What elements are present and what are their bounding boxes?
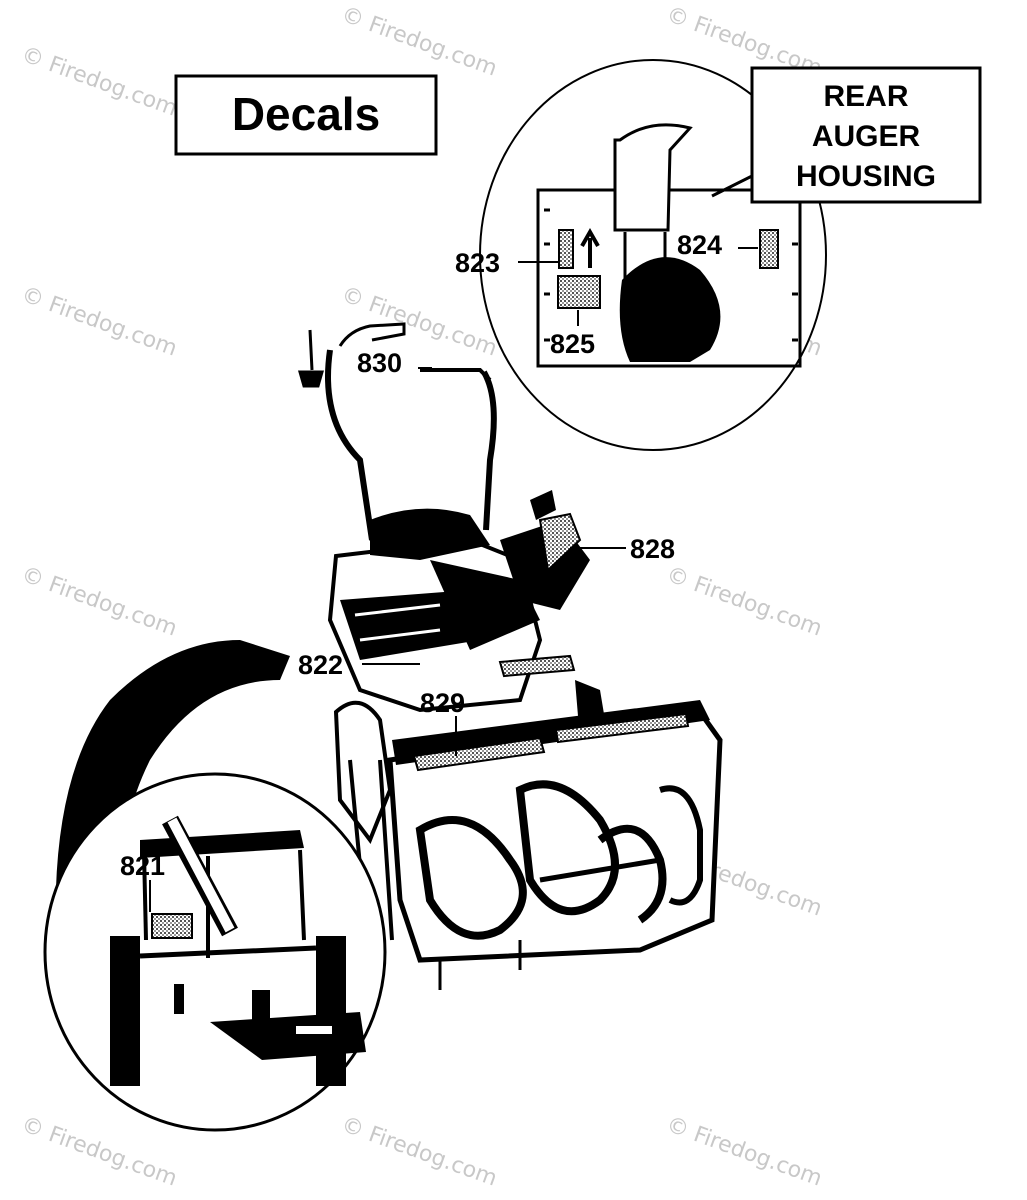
callout-821: 821 [120, 851, 165, 881]
callout-822: 822 [298, 650, 343, 680]
callout-829: 829 [420, 688, 465, 718]
decal-822 [498, 654, 576, 678]
callout-824: 824 [677, 230, 722, 260]
label-line-2: AUGER [812, 120, 921, 153]
watermark: © Firedog.com [663, 1112, 825, 1191]
decal-824 [759, 229, 779, 269]
watermark: © Firedog.com [338, 2, 500, 81]
body-callouts: 830 828 822 829 [298, 348, 675, 756]
decal-821 [151, 913, 193, 939]
decal-829 [412, 736, 546, 772]
label-line-3: HOUSING [796, 160, 936, 193]
callout-828: 828 [630, 534, 675, 564]
decal-825 [557, 275, 601, 309]
watermark: © Firedog.com [18, 1112, 180, 1191]
watermark: © Firedog.com [18, 562, 180, 641]
watermark: © Firedog.com [18, 42, 180, 121]
watermark: © Firedog.com [663, 562, 825, 641]
title-box: Decals [174, 74, 438, 156]
decal-823 [558, 229, 574, 269]
watermark: © Firedog.com [338, 1112, 500, 1191]
snow-thrower-illustration [298, 322, 723, 990]
rear-auger-inset: 823 824 825 [455, 59, 827, 451]
label-line-1: REAR [823, 80, 908, 113]
page-title: Decals [232, 88, 380, 140]
watermark: © Firedog.com [18, 282, 180, 361]
rear-auger-housing-label: REAR AUGER HOUSING [750, 66, 982, 204]
underside-inset: 821 [43, 640, 387, 1132]
callout-823: 823 [455, 248, 500, 278]
callout-830: 830 [357, 348, 402, 378]
callout-825: 825 [550, 329, 595, 359]
